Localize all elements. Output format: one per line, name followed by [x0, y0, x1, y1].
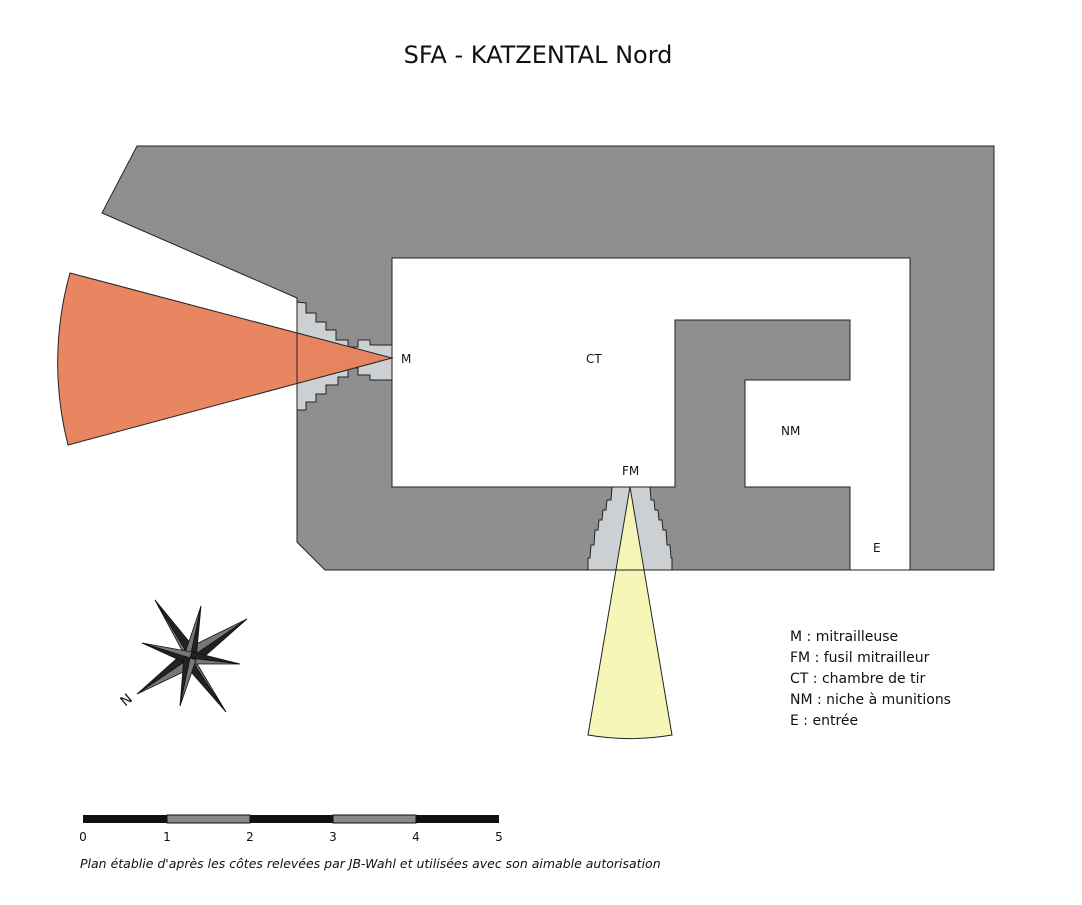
scale-segment: [416, 815, 499, 823]
label-fm: FM: [622, 464, 639, 478]
legend-item: CT : chambre de tir: [790, 671, 925, 687]
interior-rooms: [391, 257, 911, 571]
scale-segment: [332, 814, 417, 824]
north-label: N: [118, 691, 136, 710]
legend-item: NM : niche à munitions: [790, 692, 951, 708]
label-m: M: [401, 352, 411, 366]
label-ct: CT: [586, 352, 602, 366]
scale-segment: [166, 814, 251, 824]
legend-item: M : mitrailleuse: [790, 629, 898, 645]
scale-tick: 5: [495, 830, 503, 844]
scale-tick: 4: [412, 830, 420, 844]
scale-tick: 1: [163, 830, 171, 844]
legend-item: E : entrée: [790, 713, 858, 729]
scale-tick: 0: [79, 830, 87, 844]
scale-segment: [83, 815, 167, 823]
fm-fire-sector: [587, 486, 673, 739]
legend: M : mitrailleuse FM : fusil mitrailleur …: [790, 629, 951, 729]
scale-tick: 2: [246, 830, 254, 844]
label-nm: NM: [781, 424, 800, 438]
compass-rose-icon: [136, 599, 248, 713]
plan-title: SFA - KATZENTAL Nord: [404, 41, 673, 69]
label-e: E: [873, 541, 881, 555]
legend-item: FM : fusil mitrailleur: [790, 650, 930, 666]
scale-segment: [250, 815, 333, 823]
scale-bar: 0 1 2 3 4 5: [79, 814, 503, 844]
mg-fire-sector: [57, 272, 394, 446]
caption: Plan établie d'après les côtes relevées …: [80, 856, 661, 871]
scale-tick: 3: [329, 830, 337, 844]
